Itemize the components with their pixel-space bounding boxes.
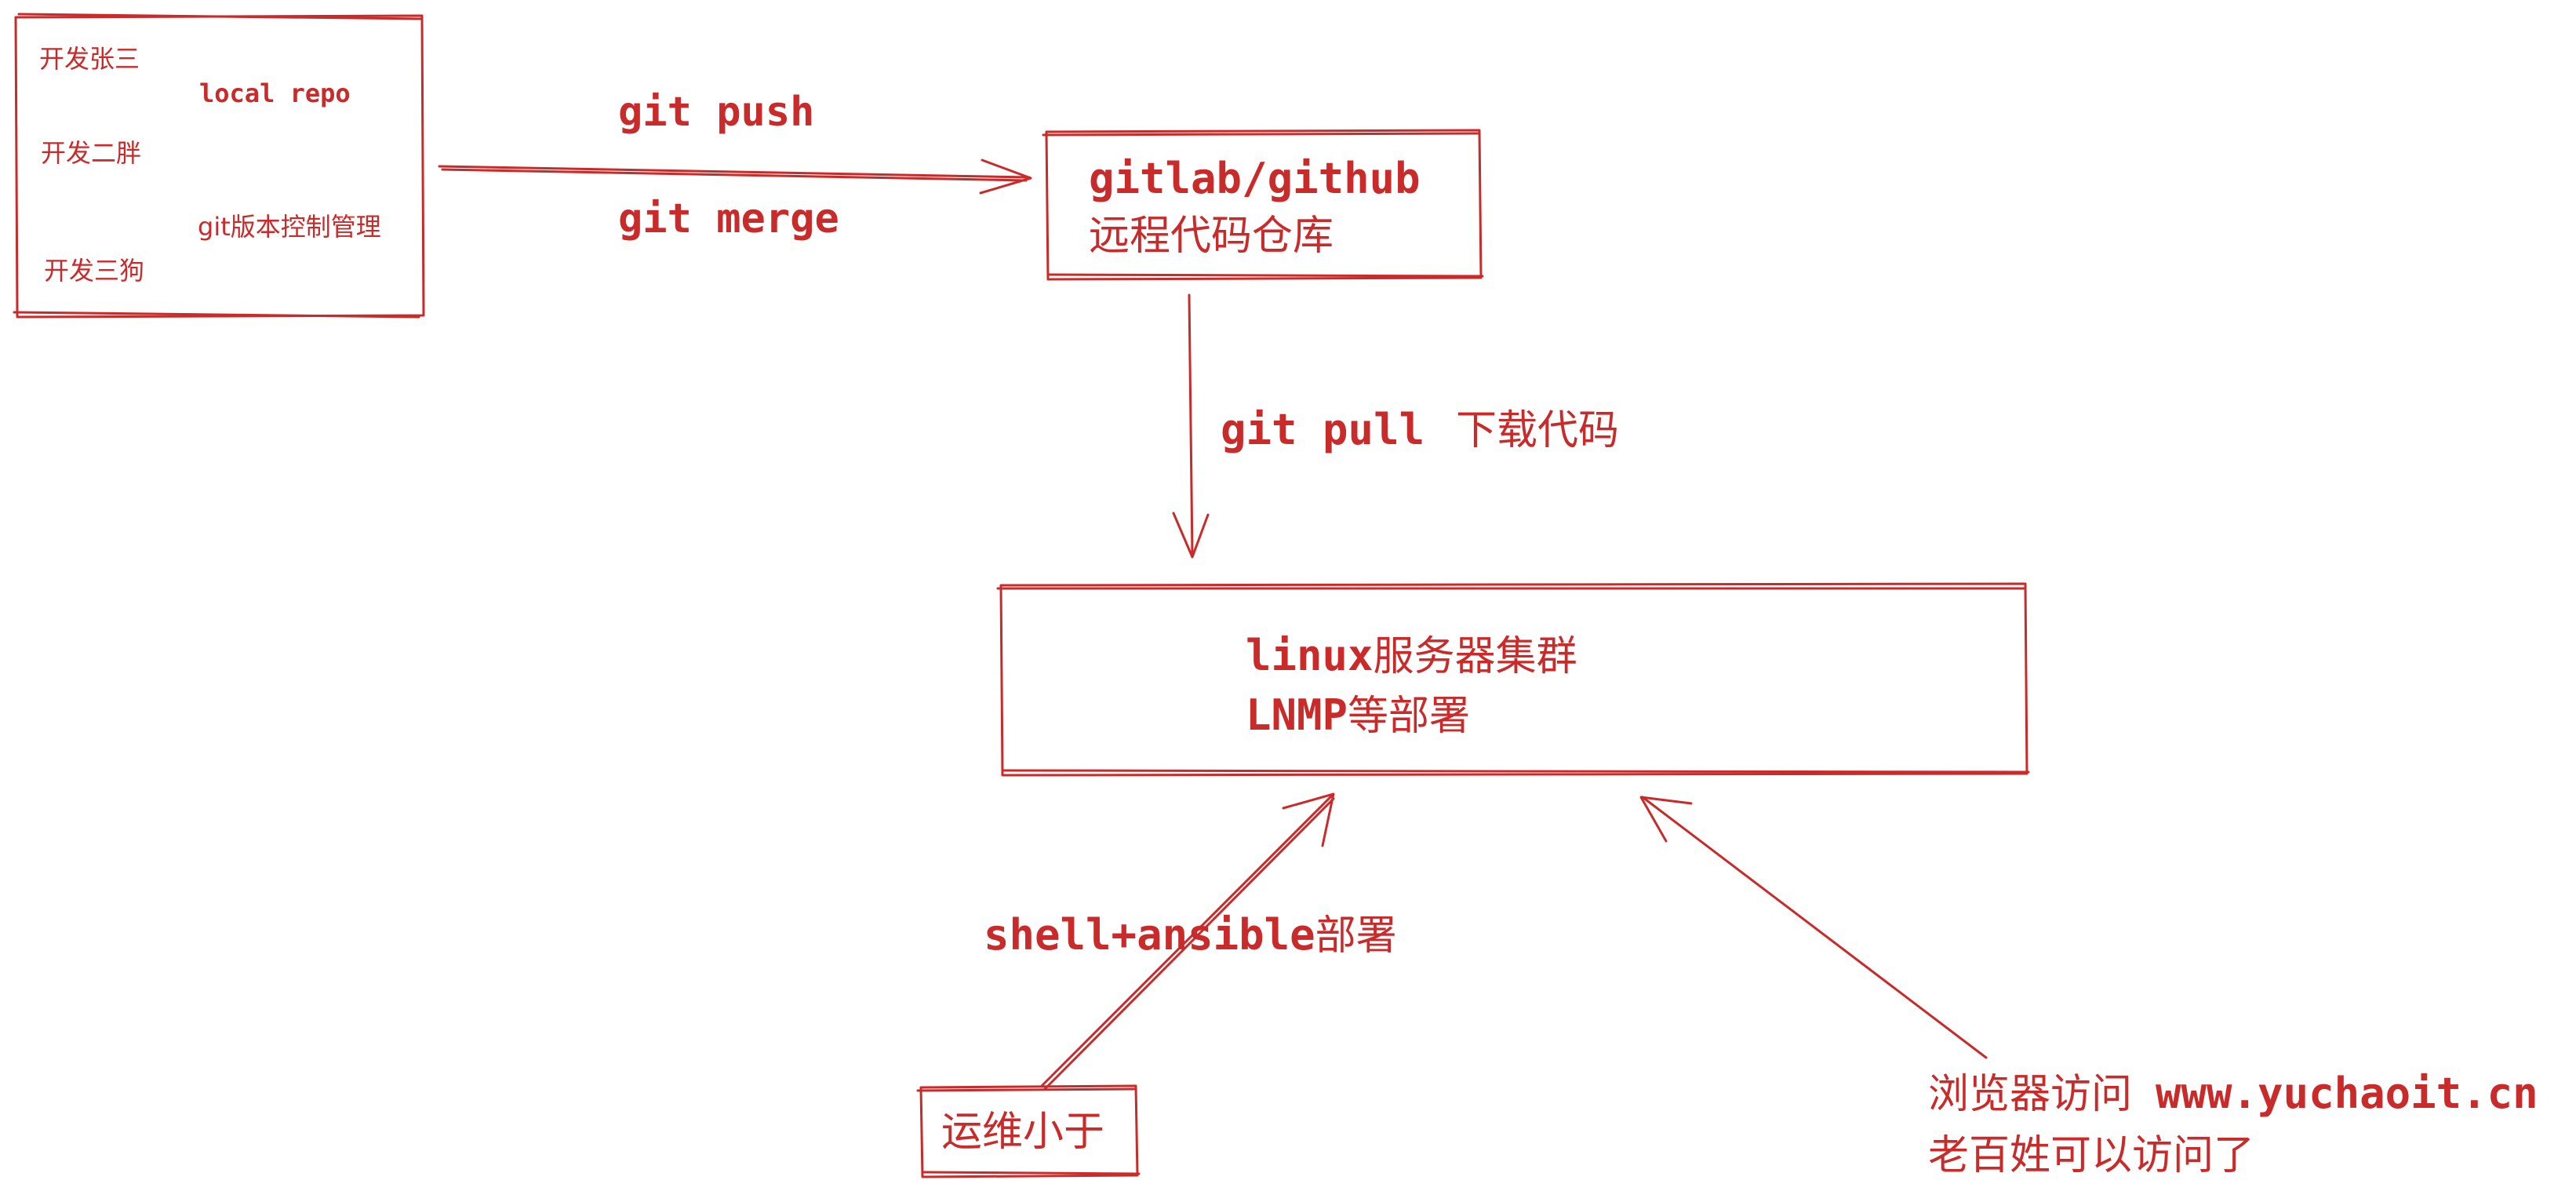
server-cluster-os: linux <box>1246 631 1374 680</box>
push-arrow-shaft-sketch <box>441 168 1028 182</box>
pull-arrow: git pull 下载代码 <box>1172 293 1619 559</box>
push-arrow-shaft <box>438 165 1031 179</box>
ops-deploy-arrow-head <box>1282 792 1335 847</box>
ops-engineer-box-border <box>919 1084 1139 1178</box>
git-version-control-label: git版本控制管理 <box>198 212 381 242</box>
site-url: www.yuchaoit.cn <box>2156 1069 2538 1118</box>
developer-sangou: 开发三狗 <box>44 256 144 286</box>
server-cluster-box-border <box>999 582 2028 777</box>
developer-zhangsan: 开发张三 <box>39 44 140 74</box>
remote-repo-title: 远程代码仓库 <box>1089 213 1333 260</box>
server-cluster-box-border-sketch <box>996 587 2030 774</box>
ops-engineer-label: 运维小于 <box>941 1109 1104 1156</box>
server-cluster-stack: LNMP <box>1246 690 1348 740</box>
ops-deploy-tools: shell+ansible <box>984 910 1315 960</box>
ops-deploy-arrow-shaft <box>1040 794 1333 1087</box>
pull-arrow-shaft <box>1188 293 1194 557</box>
public-access-arrow-shaft <box>1641 796 1988 1059</box>
push-arrow-head <box>979 158 1032 195</box>
pull-arrow-head <box>1172 512 1210 559</box>
ops-deploy-arrow-shaft-sketch <box>1043 797 1335 1091</box>
local-repo-label: local repo <box>199 78 351 108</box>
ops-deploy: shell+ansible部署 运维小于 <box>916 792 1397 1178</box>
download-code-label: 下载代码 <box>1456 407 1619 454</box>
server-cluster-title: linux服务器集群 <box>1246 631 1577 680</box>
public-access-note: 老百姓可以访问了 <box>1928 1132 2254 1179</box>
ops-deploy-label: shell+ansible部署 <box>984 910 1397 960</box>
developers-box: 开发张三 local repo 开发二胖 git版本控制管理 开发三狗 <box>13 13 425 319</box>
public-access: 浏览器访问 www.yuchaoit.cn 老百姓可以访问了 <box>1639 796 2538 1179</box>
remote-repo-platforms: gitlab/github <box>1089 154 1421 203</box>
server-cluster-box: linux服务器集群 LNMP等部署 <box>996 582 2030 777</box>
server-cluster-deploy-label: 等部署 <box>1348 693 1470 740</box>
remote-repo-box-border <box>1045 129 1483 281</box>
server-cluster-label: 服务器集群 <box>1374 633 1577 680</box>
server-cluster-subtitle: LNMP等部署 <box>1246 690 1470 740</box>
git-merge-label: git merge <box>618 195 839 242</box>
developer-erpang: 开发二胖 <box>41 138 141 168</box>
browser-access-label: 浏览器访问 <box>1928 1071 2132 1118</box>
git-pull-label: git pull <box>1221 405 1424 454</box>
ops-deploy-text: 部署 <box>1315 912 1397 960</box>
developers-box-border-sketch <box>13 13 422 319</box>
git-push-label: git push <box>618 89 814 136</box>
public-access-title: 浏览器访问 www.yuchaoit.cn <box>1928 1069 2538 1118</box>
public-access-arrow-head <box>1639 796 1693 843</box>
push-arrow: git push git merge <box>438 89 1032 242</box>
remote-repo-box: gitlab/github 远程代码仓库 <box>1042 129 1484 281</box>
ops-engineer-box-border-sketch <box>916 1087 1141 1175</box>
remote-repo-box-border-sketch <box>1042 132 1484 278</box>
